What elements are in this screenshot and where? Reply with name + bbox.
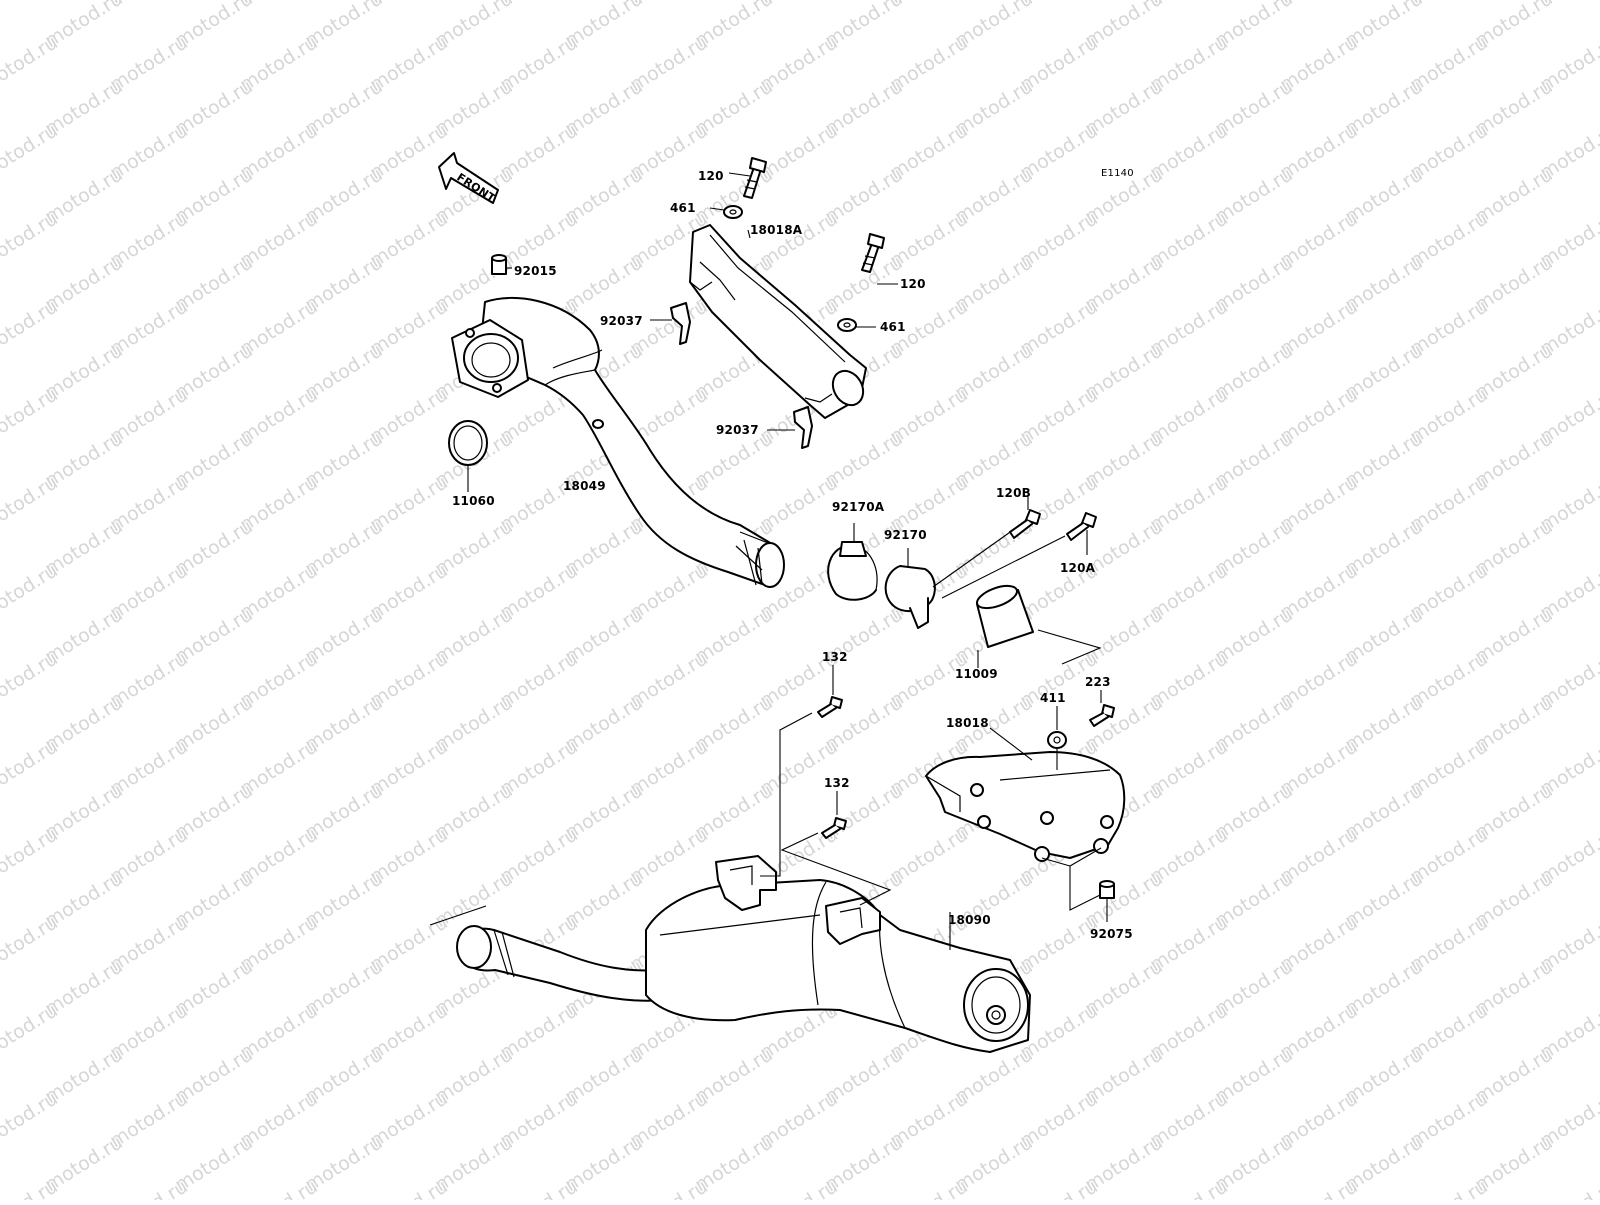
watermark-text: motod.ru bbox=[0, 823, 62, 888]
leader-18018A bbox=[747, 229, 751, 239]
bolt-120-right bbox=[861, 233, 898, 285]
watermark-text: motod.ru bbox=[0, 735, 62, 800]
watermark-text: motod.ru bbox=[0, 471, 62, 536]
header-pipe-18049 bbox=[451, 296, 785, 588]
label-120-right: 120 bbox=[900, 277, 926, 291]
label-18018A: 18018A bbox=[750, 223, 803, 237]
label-132-upper: 132 bbox=[822, 650, 848, 664]
label-18018: 18018 bbox=[946, 716, 989, 730]
watermark-text: motod.ru bbox=[236, 1175, 322, 1200]
label-120B: 120B bbox=[996, 486, 1031, 500]
watermark-text: motod.ru bbox=[756, 1175, 842, 1200]
label-120-top: 120 bbox=[698, 169, 724, 183]
washer-411 bbox=[1047, 706, 1067, 770]
watermark-text: motod.ru bbox=[0, 647, 62, 712]
nut-92075 bbox=[1041, 847, 1115, 922]
washer-461-right bbox=[837, 318, 876, 332]
muffler-18090 bbox=[429, 855, 1031, 1053]
watermark-text: motod.ru bbox=[886, 1175, 972, 1200]
bolt-120A bbox=[1066, 512, 1097, 555]
watermark-text: motod.ru bbox=[0, 0, 62, 8]
watermark-text: motod.ru bbox=[1276, 1175, 1362, 1200]
label-461-right: 461 bbox=[880, 320, 906, 334]
leader-132-lower bbox=[780, 832, 892, 906]
label-18049: 18049 bbox=[563, 479, 606, 493]
watermark-text: motod.ru bbox=[0, 1087, 62, 1152]
watermark-text: motod.ru bbox=[0, 999, 62, 1064]
watermark-text: motod.ru bbox=[1406, 1175, 1492, 1200]
watermark-text: motod.ru bbox=[366, 1175, 452, 1200]
watermark-text: motod.ru bbox=[626, 1175, 712, 1200]
watermark-text: motod.ru bbox=[0, 119, 62, 184]
watermark-text: motod.ru bbox=[106, 1175, 192, 1200]
label-92170A: 92170A bbox=[832, 500, 885, 514]
label-92015: 92015 bbox=[514, 264, 557, 278]
watermark-text: motod.ru bbox=[0, 383, 62, 448]
watermark-text: motod.ru bbox=[1146, 1175, 1232, 1200]
clip-92037-upper bbox=[650, 302, 691, 345]
watermark-text: motod.ru bbox=[496, 1175, 582, 1200]
sleeve-11009 bbox=[976, 584, 1034, 668]
heat-guard-18018A bbox=[689, 224, 867, 419]
watermark-text: motod.ru bbox=[0, 911, 62, 976]
clamp-92170A bbox=[827, 523, 878, 601]
leader-11009 bbox=[1037, 629, 1102, 665]
washer-461-top bbox=[709, 205, 743, 219]
leader-120B bbox=[932, 529, 1014, 588]
label-92075: 92075 bbox=[1090, 927, 1133, 941]
label-120A: 120A bbox=[1060, 561, 1096, 575]
nut-92015 bbox=[491, 254, 512, 275]
label-18090: 18090 bbox=[948, 913, 991, 927]
label-223: 223 bbox=[1085, 675, 1111, 689]
label-411: 411 bbox=[1040, 691, 1066, 705]
watermark-text: motod.ru bbox=[1016, 1175, 1102, 1200]
gasket-11060 bbox=[448, 420, 488, 492]
label-92170: 92170 bbox=[884, 528, 927, 542]
clamp-92170 bbox=[884, 548, 936, 629]
label-461-top: 461 bbox=[670, 201, 696, 215]
bolt-120-top bbox=[728, 157, 767, 199]
leader-132-upper bbox=[760, 712, 813, 877]
bolt-132-upper bbox=[817, 665, 843, 718]
heat-guard-18018 bbox=[925, 727, 1126, 862]
watermark-text: motod.ru bbox=[0, 207, 62, 272]
watermark-text: motod.ru bbox=[0, 559, 62, 624]
label-132-lower: 132 bbox=[824, 776, 850, 790]
watermark-text: motod.ru bbox=[1536, 1175, 1600, 1200]
watermark-text: motod.ru bbox=[0, 295, 62, 360]
bolt-120B bbox=[1009, 497, 1041, 539]
leader-120A bbox=[941, 535, 1066, 599]
label-92037-upper: 92037 bbox=[600, 314, 643, 328]
label-11060: 11060 bbox=[452, 494, 495, 508]
label-11009: 11009 bbox=[955, 667, 998, 681]
part-labels: 120 461 18018A 120 461 92015 92037 92037… bbox=[452, 169, 1133, 941]
bolt-223 bbox=[1089, 690, 1115, 727]
clip-92037-lower bbox=[767, 406, 813, 449]
watermark-text: motod.ru bbox=[0, 31, 62, 96]
label-92037-lower: 92037 bbox=[716, 423, 759, 437]
bolt-132-lower bbox=[821, 791, 847, 839]
diagram-id: E1140 bbox=[1101, 168, 1134, 179]
